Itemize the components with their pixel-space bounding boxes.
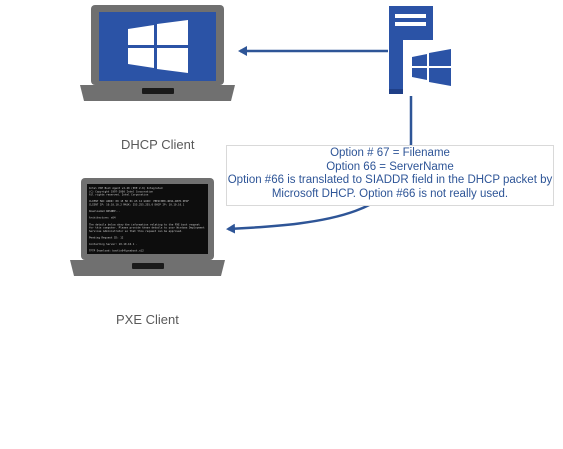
terminal-line: CLIENT MAC ADDR: 00 15 5D 01 A5 12 GUID:… [89, 199, 189, 203]
terminal-line: (C) Copyright 1997-2000 Intel Corporatio… [89, 189, 153, 193]
terminal-screen-text: Intel PXE Boot Agent v2.40 (PXE 2.0) Int… [89, 186, 205, 253]
option-66-note-text: Microsoft DHCP. Option #66 is not really… [271, 187, 509, 200]
terminal-line: Contacting Server: 10.10.10.1 . [89, 242, 137, 246]
terminal-line: Downloaded WDSNBP... [89, 209, 120, 213]
terminal-line: Pending Request ID: 12 [89, 236, 124, 240]
terminal-line: for this computer. Please provide these … [89, 226, 205, 230]
server-windows-logo-icon [412, 49, 451, 86]
terminal-line: TFTP Download: boot\x64\pxeboot.n12 [89, 249, 144, 253]
wds-server-icon [389, 6, 461, 96]
pxe-client-laptop-icon: Intel PXE Boot Agent v2.40 (PXE 2.0) Int… [70, 178, 225, 276]
terminal-line: All rights reserved. Intel Corporation [89, 193, 149, 197]
terminal-line: The details below show the information r… [89, 222, 200, 226]
terminal-line: CLIENT IP: 10.10.10.2 MASK: 255.255.255.… [89, 203, 185, 207]
terminal-line: Intel PXE Boot Agent v2.40 (PXE 2.0) Int… [89, 186, 163, 190]
option-66-text: Option 66 = ServerName [326, 160, 454, 173]
windows-logo-icon [128, 20, 188, 73]
dhcp-client-laptop-icon [80, 5, 235, 101]
terminal-line: Architecture: x64 [89, 216, 116, 220]
option-67-text: Option # 67 = Filename [330, 147, 450, 159]
dhcp-options-note: Option # 67 = Filename Option 66 = Serve… [226, 145, 554, 206]
terminal-line: Services Administrator so that this requ… [89, 229, 183, 233]
option-66-siaddr-text: Option #66 is translated to SIADDR field… [227, 174, 553, 186]
dhcp-client-label: DHCP Client [121, 137, 195, 152]
pxe-client-label: PXE Client [116, 312, 179, 327]
